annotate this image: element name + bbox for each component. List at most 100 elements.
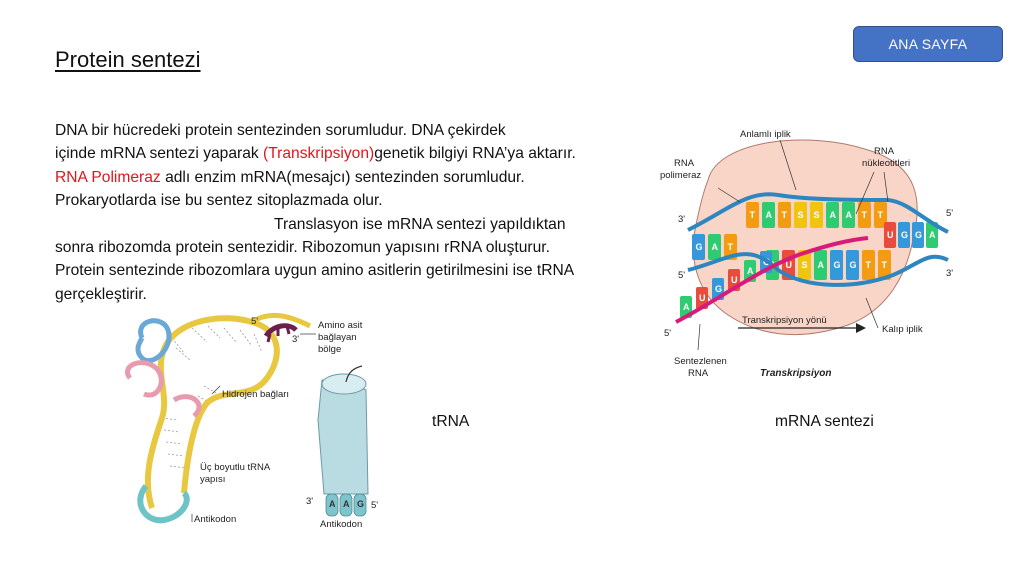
label-5prime-rna: 5' — [664, 328, 671, 339]
paragraph-line-7: Protein sentezinde ribozomlara uygun ami… — [55, 262, 575, 280]
paragraph-line-4: Prokaryotlarda ise bu sentez sitoplazmad… — [55, 192, 383, 210]
base-letter: T — [750, 210, 756, 220]
nucleotide-base: T — [858, 202, 871, 228]
nucleotide-base: G — [912, 222, 924, 248]
label-process: Transkripsiyon — [760, 368, 832, 379]
amino-acid-site — [263, 323, 298, 338]
base-tile — [762, 202, 775, 228]
variable-loop — [172, 394, 202, 418]
label-sense-strand: Anlamlı iplik — [740, 129, 791, 140]
base-letter: S — [798, 210, 804, 220]
text-segment: içinde mRNA sentezi yaparak — [55, 145, 264, 163]
label-polymerase-1: RNA — [674, 158, 695, 169]
paragraph-line-2: içinde mRNA sentezi yaparak (Transkripsi… — [55, 142, 655, 165]
cylinder-3prime: 3' — [306, 496, 313, 507]
hydrogen-label: Hidrojen bağları — [222, 389, 289, 400]
base-tile — [874, 202, 887, 228]
leader-lines — [191, 333, 316, 522]
paragraph-line-1: DNA bir hücredeki protein sentezinden so… — [55, 122, 506, 139]
base-letter: A — [929, 230, 936, 240]
nucleotide-base: T — [746, 202, 759, 228]
cylinder-5prime: 5' — [371, 500, 378, 511]
base-tile — [746, 202, 759, 228]
label-rna-nuc-1: RNA — [874, 146, 895, 157]
nucleotide-base: G — [898, 222, 910, 248]
nucleotide-base: A — [926, 222, 938, 248]
base-tile — [846, 250, 859, 280]
cylinder-base: G — [357, 499, 364, 509]
base-tile — [826, 202, 839, 228]
base-tile — [708, 234, 721, 260]
synthesized-rna — [675, 236, 869, 324]
trna-3prime: 3' — [292, 334, 299, 345]
paragraph-line-6: sonra ribozomda protein sentezidir. Ribo… — [55, 238, 550, 256]
base-letter: A — [766, 210, 773, 220]
caption-trna: tRNA — [432, 413, 470, 430]
home-button[interactable]: ANA SAYFA — [853, 26, 1003, 62]
base-letter: G — [715, 284, 722, 294]
nucleotide-base: G — [846, 250, 859, 280]
label-polymerase-2: polimeraz — [660, 170, 701, 181]
base-letter: G — [696, 242, 703, 252]
base-tile — [878, 250, 891, 280]
base-letter: T — [728, 242, 734, 252]
highlight-transkripsiyon: (Transkripsiyon) — [263, 145, 375, 163]
base-tile — [926, 222, 938, 248]
arrow-head — [856, 323, 866, 333]
nucleotide-base: A — [826, 202, 839, 228]
base-letter: U — [887, 230, 894, 240]
base-tile — [692, 234, 705, 260]
nucleotide-base: A — [762, 202, 775, 228]
structure-label-1: Üç boyutlu tRNA — [200, 462, 271, 473]
base-letter: T — [866, 260, 872, 270]
anticodon-loop — [137, 484, 190, 524]
nucleotide-base: T — [874, 202, 887, 228]
paragraph: DNA bir hücredeki protein sentezinden so… — [55, 119, 655, 306]
backbone-yellow — [144, 315, 280, 509]
hydrogen-bonds — [161, 325, 263, 469]
cylinder-base: A — [329, 499, 336, 509]
caption-mrna: mRNA sentezi — [775, 413, 874, 430]
anticodon-label-right: Antikodon — [320, 519, 362, 530]
base-letter: A — [818, 260, 825, 270]
label-3prime-left: 3' — [678, 214, 685, 225]
nucleotide-base: A — [814, 250, 827, 280]
base-letter: T — [882, 260, 888, 270]
label-template: Kalıp iplik — [882, 324, 923, 335]
base-letter: S — [814, 210, 820, 220]
base-tile — [794, 202, 807, 228]
t-loop — [125, 360, 164, 398]
highlight-rna-polimeraz: RNA Polimeraz — [55, 168, 166, 186]
nucleotide-base: S — [798, 250, 811, 280]
text-segment: adlı enzim mRNA(mesajcı) sentezinden sor… — [165, 168, 525, 186]
label-5prime-right: 5' — [946, 208, 953, 219]
label-direction: Transkripsiyon yönü — [742, 315, 827, 326]
label-rna-nuc-2: nükleotitleri — [862, 158, 910, 169]
trna-diagram: 5' 3' Amino asit bağlayan bölge Hidrojen… — [125, 312, 378, 530]
base-letter: T — [878, 210, 884, 220]
nucleotide-base: S — [810, 202, 823, 228]
text-segment: genetik bilgiyi RNA’ya aktarır. — [374, 145, 576, 163]
base-tile — [778, 202, 791, 228]
amino-acid-teeth — [266, 325, 291, 343]
base-letter: A — [846, 210, 853, 220]
base-letter: A — [747, 266, 754, 276]
paragraph-line-5: Translasyon ise mRNA sentezi yapıldıktan — [274, 215, 566, 233]
base-letter: T — [782, 210, 788, 220]
base-tile — [898, 222, 910, 248]
nucleotide-base: A — [708, 234, 721, 260]
base-letter: S — [802, 260, 808, 270]
base-letter: T — [862, 210, 868, 220]
nucleotide-base: S — [794, 202, 807, 228]
nucleotide-base: A — [680, 296, 692, 318]
base-tile — [862, 250, 875, 280]
nucleotide-base: T — [878, 250, 891, 280]
base-letter: U — [786, 260, 793, 270]
trna-cylinder — [317, 365, 369, 517]
label-synth-1: Sentezlenen — [674, 356, 727, 367]
acceptor-stem — [250, 312, 312, 329]
dna-strand-sense — [687, 192, 949, 234]
leader-lines — [697, 139, 889, 351]
paragraph-line-3: RNA Polimeraz adlı enzim mRNA(mesajcı) s… — [55, 166, 655, 189]
